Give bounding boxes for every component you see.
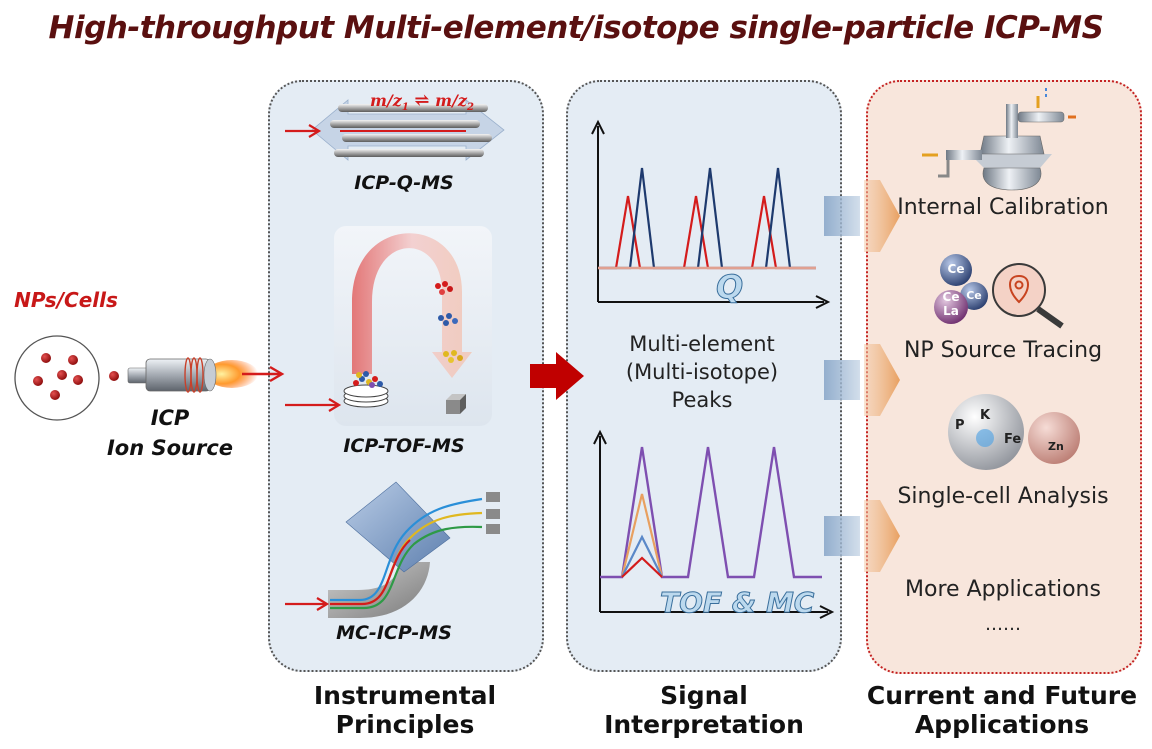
heading-signal-line1: Signal bbox=[660, 681, 748, 710]
mc-prism-icon bbox=[345, 481, 451, 573]
element-ce-3: Ce bbox=[966, 289, 982, 302]
element-fe: Fe bbox=[1004, 432, 1022, 447]
app-single-cell-analysis: Single-cell Analysis bbox=[897, 484, 1109, 509]
app-more-applications: More Applications bbox=[905, 577, 1101, 602]
q-ms-label: ICP-Q-MS bbox=[354, 172, 454, 194]
mc-beam-arrow bbox=[285, 597, 330, 611]
icp-torch-icon bbox=[127, 357, 258, 393]
ion-beam-arrow bbox=[242, 365, 285, 383]
page-title: High-throughput Multi-element/isotope si… bbox=[48, 10, 1104, 46]
np-element-balls-icon bbox=[934, 254, 988, 324]
heading-signal-line2: Interpretation bbox=[604, 710, 804, 739]
q-peaks-chart bbox=[591, 119, 831, 309]
heading-signal: Signal Interpretation bbox=[566, 681, 842, 739]
tof-peaks-chart bbox=[593, 429, 835, 619]
heading-instrumental-line2: Principles bbox=[335, 710, 475, 739]
tof-chart-label: TOF & MC bbox=[659, 586, 815, 620]
mc-detectors-icon bbox=[486, 492, 500, 534]
tof-ion-clusters bbox=[435, 281, 463, 363]
app-arrow-2 bbox=[824, 344, 900, 416]
q-ms-beam-arrow bbox=[285, 124, 322, 138]
ion-source-label: Ion Source bbox=[106, 436, 234, 460]
mz-formula: m/z1 ⇌ m/z2 bbox=[370, 90, 474, 113]
flow-arrow bbox=[530, 352, 584, 400]
app-np-source-tracing: NP Source Tracing bbox=[903, 338, 1103, 363]
heading-applications-line1: Current and Future bbox=[866, 681, 1138, 710]
signal-panel bbox=[566, 80, 842, 672]
element-ce-1: Ce bbox=[947, 262, 965, 276]
mc-ion-paths bbox=[330, 497, 483, 610]
app-arrow-1 bbox=[824, 180, 900, 252]
icp-label: ICP bbox=[150, 406, 190, 430]
mz-1: m/z bbox=[370, 91, 402, 110]
quadrupole-icon bbox=[311, 99, 505, 161]
element-zn: Zn bbox=[1048, 440, 1064, 453]
droplet bbox=[109, 371, 119, 381]
sample-circle bbox=[14, 335, 100, 421]
cell-icon bbox=[948, 394, 1080, 470]
location-search-icon bbox=[992, 263, 1064, 329]
element-la: La bbox=[943, 304, 959, 318]
mz-2: m/z bbox=[435, 91, 467, 110]
heading-applications-line2: Applications bbox=[914, 710, 1090, 739]
app-ellipsis: …… bbox=[985, 614, 1021, 635]
element-k: K bbox=[980, 408, 991, 423]
heading-instrumental-line1: Instrumental bbox=[313, 681, 497, 710]
equilibrium-icon: ⇌ bbox=[414, 90, 430, 111]
tof-detector-icon bbox=[446, 394, 466, 414]
q-chart-label: Q bbox=[715, 268, 744, 307]
element-p: P bbox=[955, 418, 965, 433]
tof-beam-arrow bbox=[285, 398, 342, 412]
heading-applications: Current and Future Applications bbox=[856, 681, 1148, 739]
app-internal-calibration: Internal Calibration bbox=[897, 195, 1109, 220]
tof-flight-arc bbox=[352, 233, 472, 378]
signal-desc-1: Multi-element bbox=[629, 332, 775, 356]
signal-desc-2: (Multi-isotope) bbox=[625, 360, 779, 384]
mc-ms-label: MC-ICP-MS bbox=[336, 622, 452, 644]
heading-instrumental: Instrumental Principles bbox=[270, 681, 540, 739]
mz-sub-1: 1 bbox=[401, 102, 409, 114]
nebulizer-chamber-icon bbox=[922, 88, 1076, 191]
sample-label: NPs/Cells bbox=[14, 288, 118, 312]
mz-sub-2: 2 bbox=[466, 102, 474, 114]
app-arrow-3 bbox=[824, 500, 900, 572]
tof-ms-label: ICP-TOF-MS bbox=[343, 435, 465, 457]
tof-ion-stack-icon bbox=[343, 371, 389, 408]
element-ce-2: Ce bbox=[942, 290, 960, 304]
signal-desc-3: Peaks bbox=[671, 388, 733, 412]
